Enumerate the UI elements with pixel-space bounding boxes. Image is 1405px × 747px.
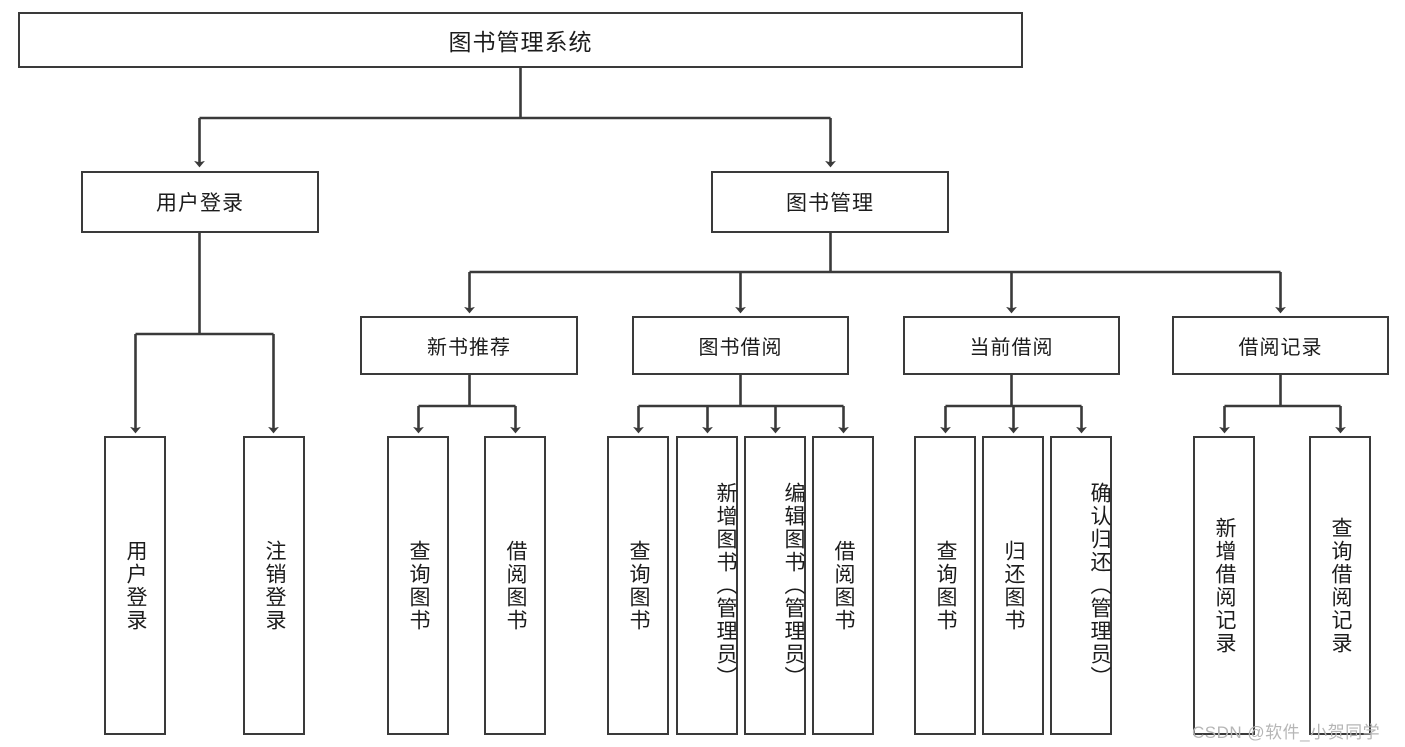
node-leaf-query-book-3-label: 查询图书 [934,539,958,632]
node-leaf-query-book-2-label: 查询图书 [627,539,651,632]
node-leaf-query-borrow-record-label: 查询借阅记录 [1329,516,1353,655]
node-leaf-edit-book-admin-label: 编辑图书（管理员） [782,482,805,689]
node-leaf-borrow-book-1[interactable]: 借阅图书 [484,436,546,735]
node-borrow-record[interactable]: 借阅记录 [1172,316,1389,375]
node-leaf-query-book-1[interactable]: 查询图书 [387,436,449,735]
node-book-borrow[interactable]: 图书借阅 [632,316,849,375]
node-borrow-record-label: 借阅记录 [1238,337,1323,359]
node-leaf-logout-login-label: 注销登录 [263,539,287,632]
node-leaf-add-book-admin-label: 新增图书（管理员） [714,482,737,689]
node-leaf-user-login[interactable]: 用户登录 [104,436,166,735]
watermark: CSDN @软件_小贺同学 [1192,718,1380,743]
node-current-borrow-label: 当前借阅 [969,337,1054,359]
node-new-book-recommend[interactable]: 新书推荐 [360,316,578,375]
node-root-label: 图书管理系统 [448,29,593,55]
node-leaf-add-borrow-record[interactable]: 新增借阅记录 [1193,436,1255,735]
node-leaf-logout-login[interactable]: 注销登录 [243,436,305,735]
node-leaf-query-borrow-record[interactable]: 查询借阅记录 [1309,436,1371,735]
node-new-book-recommend-label: 新书推荐 [427,337,511,359]
node-leaf-edit-book-admin[interactable]: 编辑图书（管理员） [744,436,806,735]
node-root[interactable]: 图书管理系统 [18,12,1023,68]
node-leaf-borrow-book-1-label: 借阅图书 [504,539,528,632]
node-leaf-borrow-book-2-label: 借阅图书 [832,539,856,632]
watermark-text: CSDN @软件_小贺同学 [1192,723,1381,742]
node-leaf-add-book-admin[interactable]: 新增图书（管理员） [676,436,738,735]
node-leaf-add-borrow-record-label: 新增借阅记录 [1213,516,1237,655]
node-user-login[interactable]: 用户登录 [81,171,319,233]
node-leaf-query-book-2[interactable]: 查询图书 [607,436,669,735]
node-leaf-confirm-return-label: 确认归还（管理员） [1088,482,1111,689]
node-leaf-return-book[interactable]: 归还图书 [982,436,1044,735]
node-book-borrow-label: 图书借阅 [698,337,783,359]
node-leaf-confirm-return[interactable]: 确认归还（管理员） [1050,436,1112,735]
node-leaf-borrow-book-2[interactable]: 借阅图书 [812,436,874,735]
node-leaf-return-book-label: 归还图书 [1002,539,1026,632]
node-book-manage-label: 图书管理 [786,192,874,215]
node-leaf-query-book-1-label: 查询图书 [407,539,431,632]
node-leaf-user-login-label: 用户登录 [124,539,148,632]
node-leaf-query-book-3[interactable]: 查询图书 [914,436,976,735]
node-book-manage[interactable]: 图书管理 [711,171,949,233]
node-current-borrow[interactable]: 当前借阅 [903,316,1120,375]
node-user-login-label: 用户登录 [156,192,244,215]
